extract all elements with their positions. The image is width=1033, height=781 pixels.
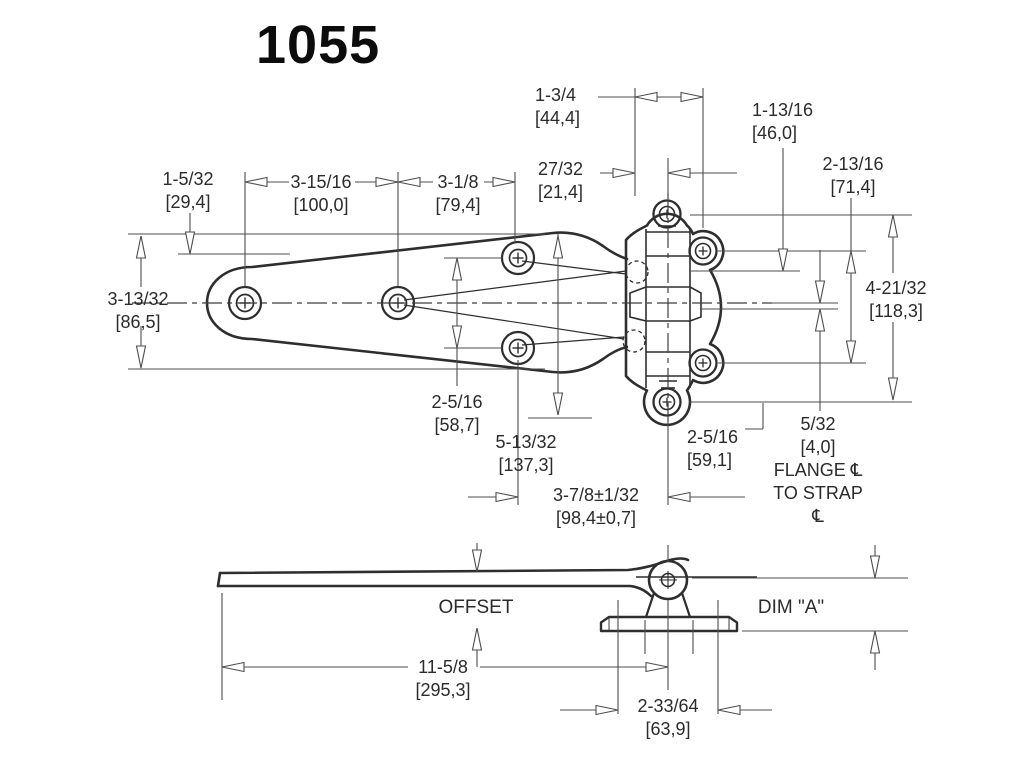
- dim-label-5-13-32: 5-13/32 [137,3]: [495, 432, 557, 475]
- screw-hole: [652, 387, 682, 417]
- side-view-base-details: [608, 618, 730, 654]
- dim-label-1-5-32: 1-5/32 [29,4]: [162, 169, 214, 212]
- side-view-strap: [216, 557, 690, 598]
- screw-hole: [500, 240, 536, 276]
- dimension-arrowheads: [135, 91, 899, 716]
- offset-label: OFFSET: [438, 597, 514, 618]
- screw-hole: [500, 330, 536, 366]
- dim-label-2-5-16-flange: 2-5/16 [59,1]: [687, 427, 739, 470]
- screw-hole: [652, 199, 682, 229]
- dim-label-2-13-16: 2-13/16 [71,4]: [822, 154, 884, 197]
- flange-screw-holes: [652, 199, 718, 417]
- dimension-linework: [128, 88, 912, 714]
- side-view-base-flange: [599, 615, 739, 633]
- dim-label-1-3-4: 1-3/4 [44,4]: [535, 85, 581, 128]
- dim-label-3-1-8: 3-1/8 [79,4]: [435, 172, 481, 215]
- dim-a-label: DIM "A": [757, 597, 825, 618]
- dim-label-11-5-8: 11-5/8 [295,3]: [415, 657, 471, 700]
- dim-label-27-32: 27/32 [21,4]: [538, 159, 584, 202]
- dim-label-3-13-32: 3-13/32 [86,5]: [107, 289, 169, 332]
- side-view-pedestal: [644, 592, 692, 618]
- flange-to-strap-note: 5/32 [4,0] FLANGE ℄ TO STRAP ℄: [773, 414, 863, 526]
- dim-label-1-13-16: 1-13/16 [46,0]: [752, 100, 814, 143]
- dim-label-3-7-8: 3-7/8±1/32 [98,4±0,7]: [553, 485, 639, 528]
- top-view-flange: [624, 212, 725, 427]
- hidden-hole-circles: [622, 260, 649, 353]
- top-view-strap-forming-lines: [403, 260, 627, 346]
- centerlines: [132, 193, 772, 422]
- part-number-title: 1055: [256, 15, 381, 75]
- dim-label-4-21-32: 4-21/32 [118,3]: [865, 278, 927, 321]
- dim-label-2-5-16-strap: 2-5/16 [58,7]: [431, 392, 483, 435]
- screw-hole: [688, 348, 718, 378]
- dim-label-2-33-64: 2-33/64 [63,9]: [637, 696, 699, 739]
- screw-hole: [688, 236, 718, 266]
- dim-label-3-15-16: 3-15/16 [100,0]: [290, 172, 352, 215]
